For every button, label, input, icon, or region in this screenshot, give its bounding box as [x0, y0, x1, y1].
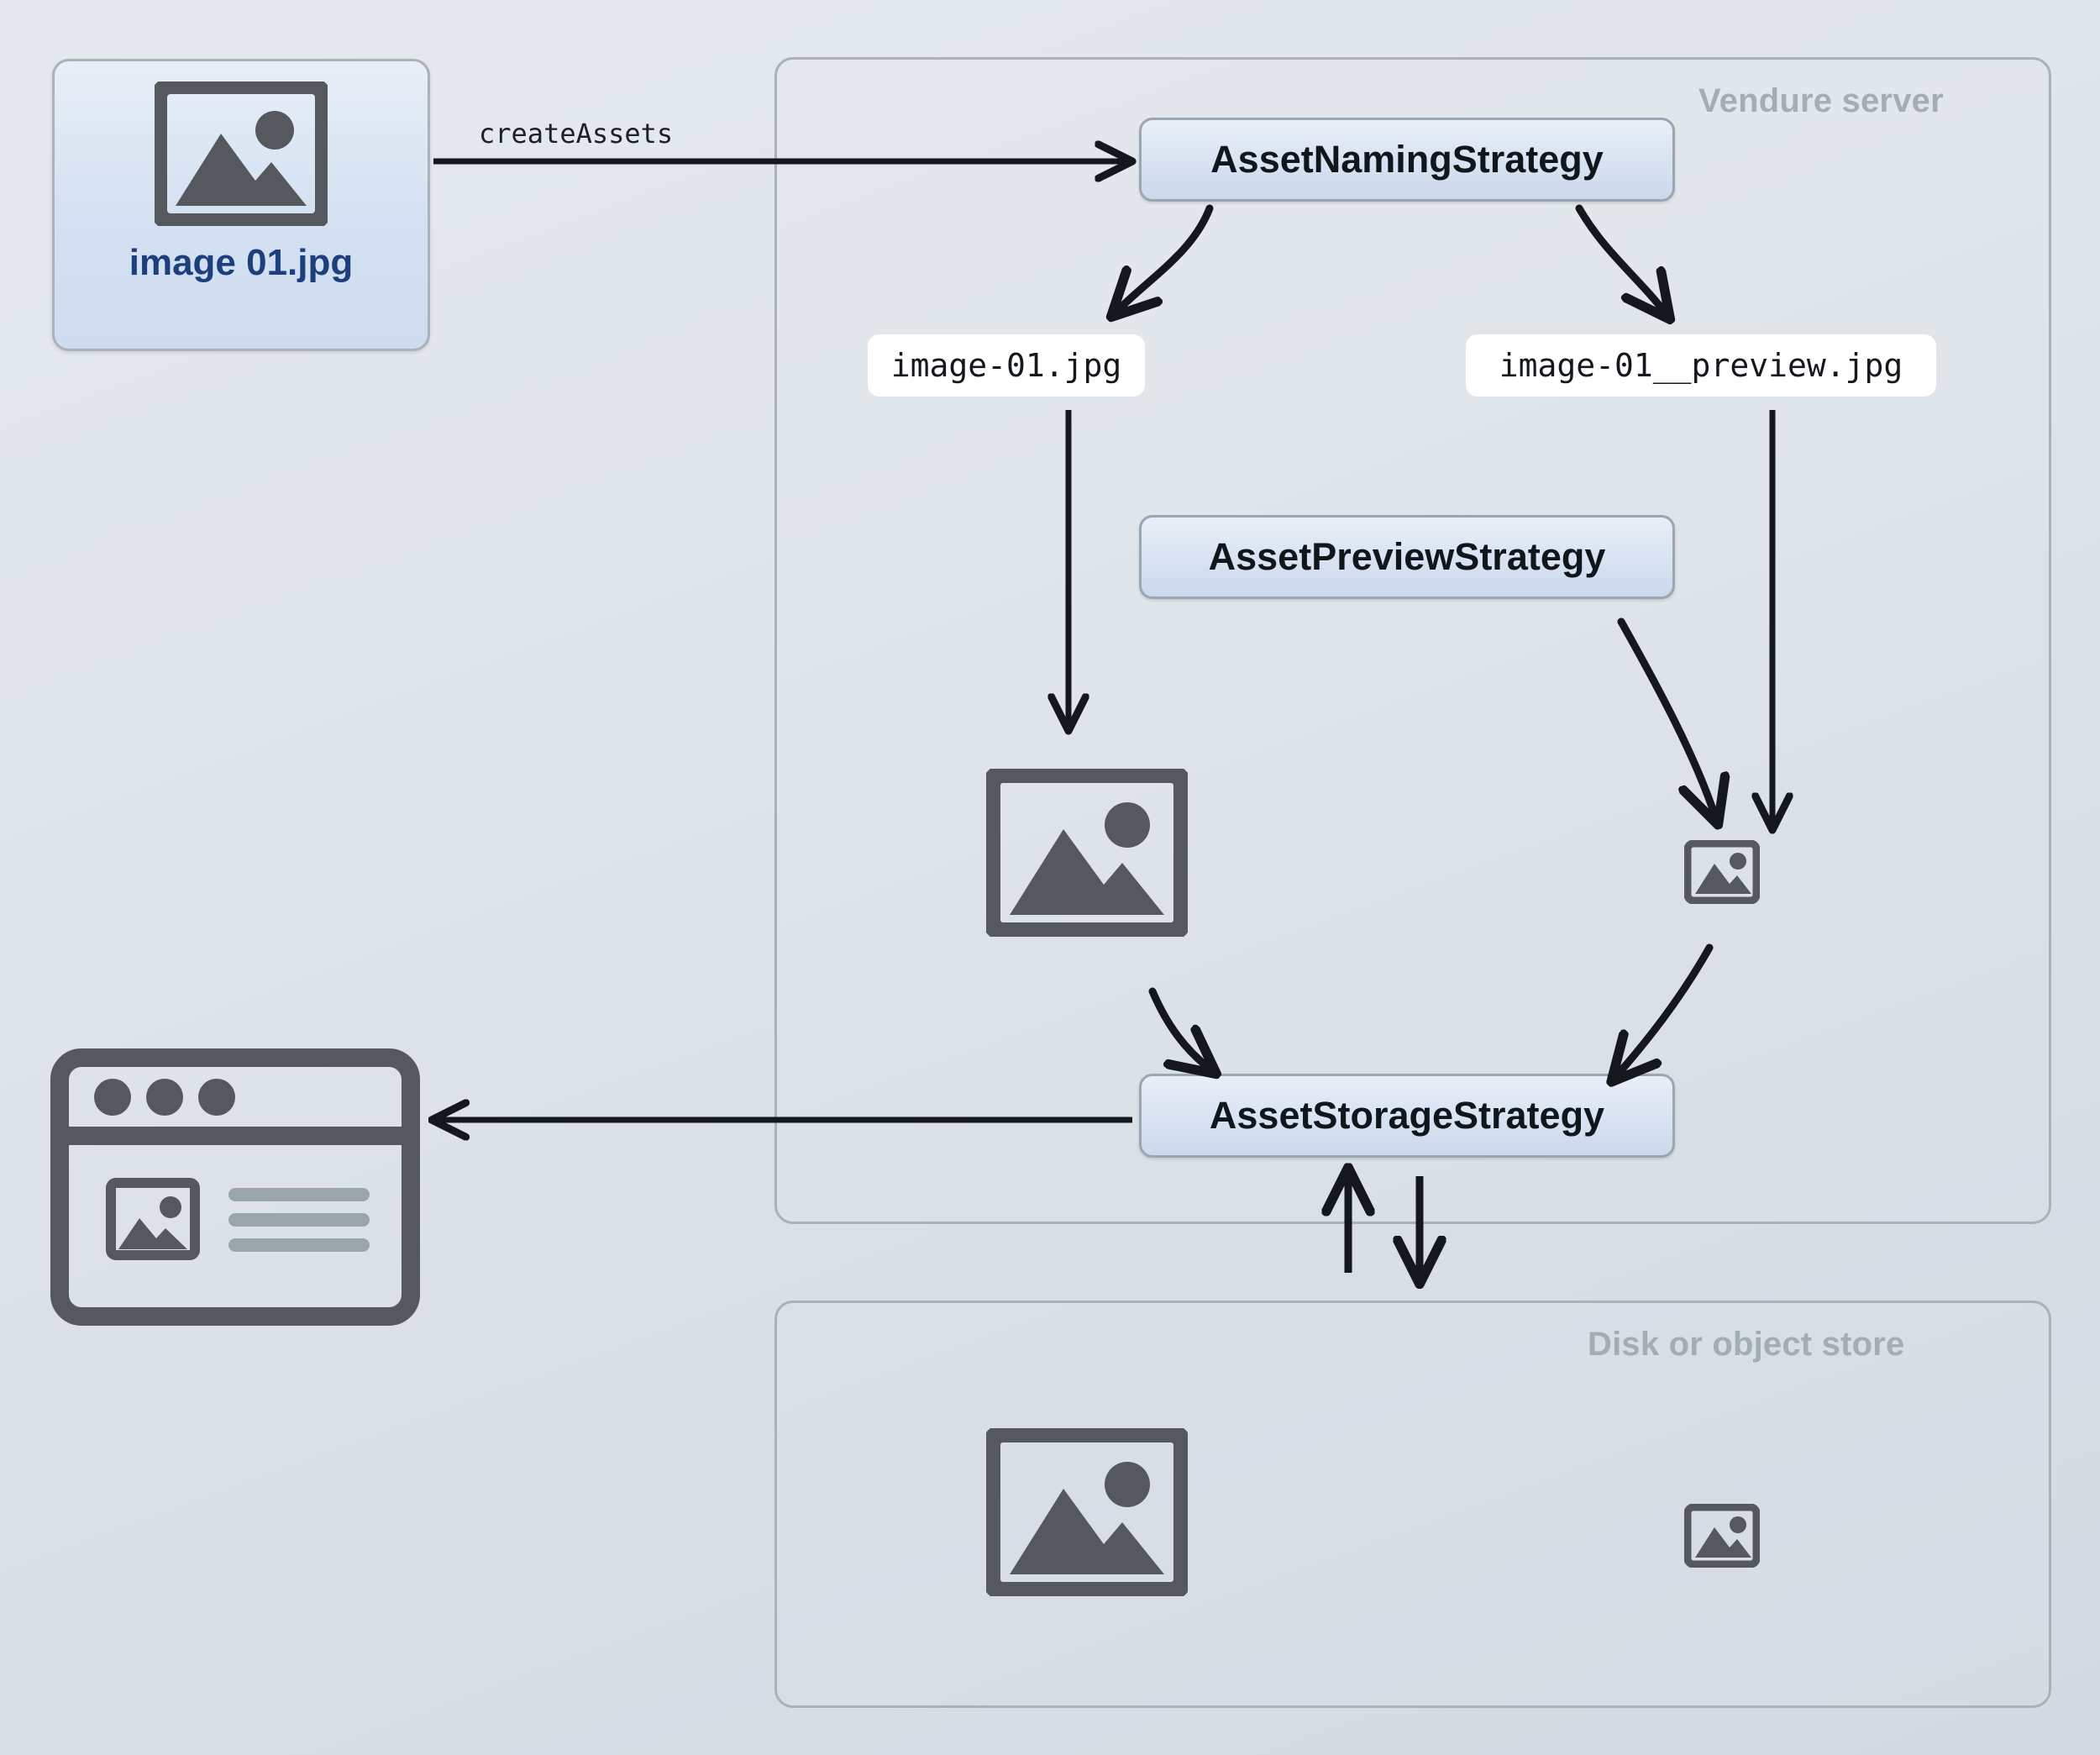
browser-window-icon — [50, 1048, 420, 1330]
container-vendure-server — [774, 57, 2051, 1224]
file-chip-original: image-01.jpg — [868, 334, 1145, 397]
server-image-large-icon — [982, 765, 1192, 941]
container-label-disk-store: Disk or object store — [1588, 1326, 1905, 1363]
store-image-small-icon — [1683, 1503, 1761, 1572]
strategy-asset-storage-label: AssetStorageStrategy — [1209, 1094, 1605, 1137]
strategy-asset-storage[interactable]: AssetStorageStrategy — [1139, 1074, 1675, 1158]
file-chip-preview-label: image-01__preview.jpg — [1499, 347, 1903, 384]
file-chip-original-label: image-01.jpg — [890, 347, 1122, 384]
container-label-vendure-server: Vendure server — [1698, 82, 1944, 119]
edge-label-create-assets: createAssets — [479, 118, 674, 150]
strategy-asset-naming-label: AssetNamingStrategy — [1210, 138, 1604, 181]
strategy-asset-preview[interactable]: AssetPreviewStrategy — [1139, 515, 1675, 599]
strategy-asset-preview-label: AssetPreviewStrategy — [1208, 535, 1606, 578]
source-asset-label: image 01.jpg — [129, 242, 354, 283]
store-image-large-icon — [982, 1424, 1192, 1600]
source-asset-card[interactable]: image 01.jpg — [52, 59, 430, 351]
file-chip-preview: image-01__preview.jpg — [1466, 334, 1936, 397]
server-image-small-icon — [1683, 839, 1761, 908]
strategy-asset-naming[interactable]: AssetNamingStrategy — [1139, 118, 1675, 202]
image-icon — [150, 77, 332, 230]
